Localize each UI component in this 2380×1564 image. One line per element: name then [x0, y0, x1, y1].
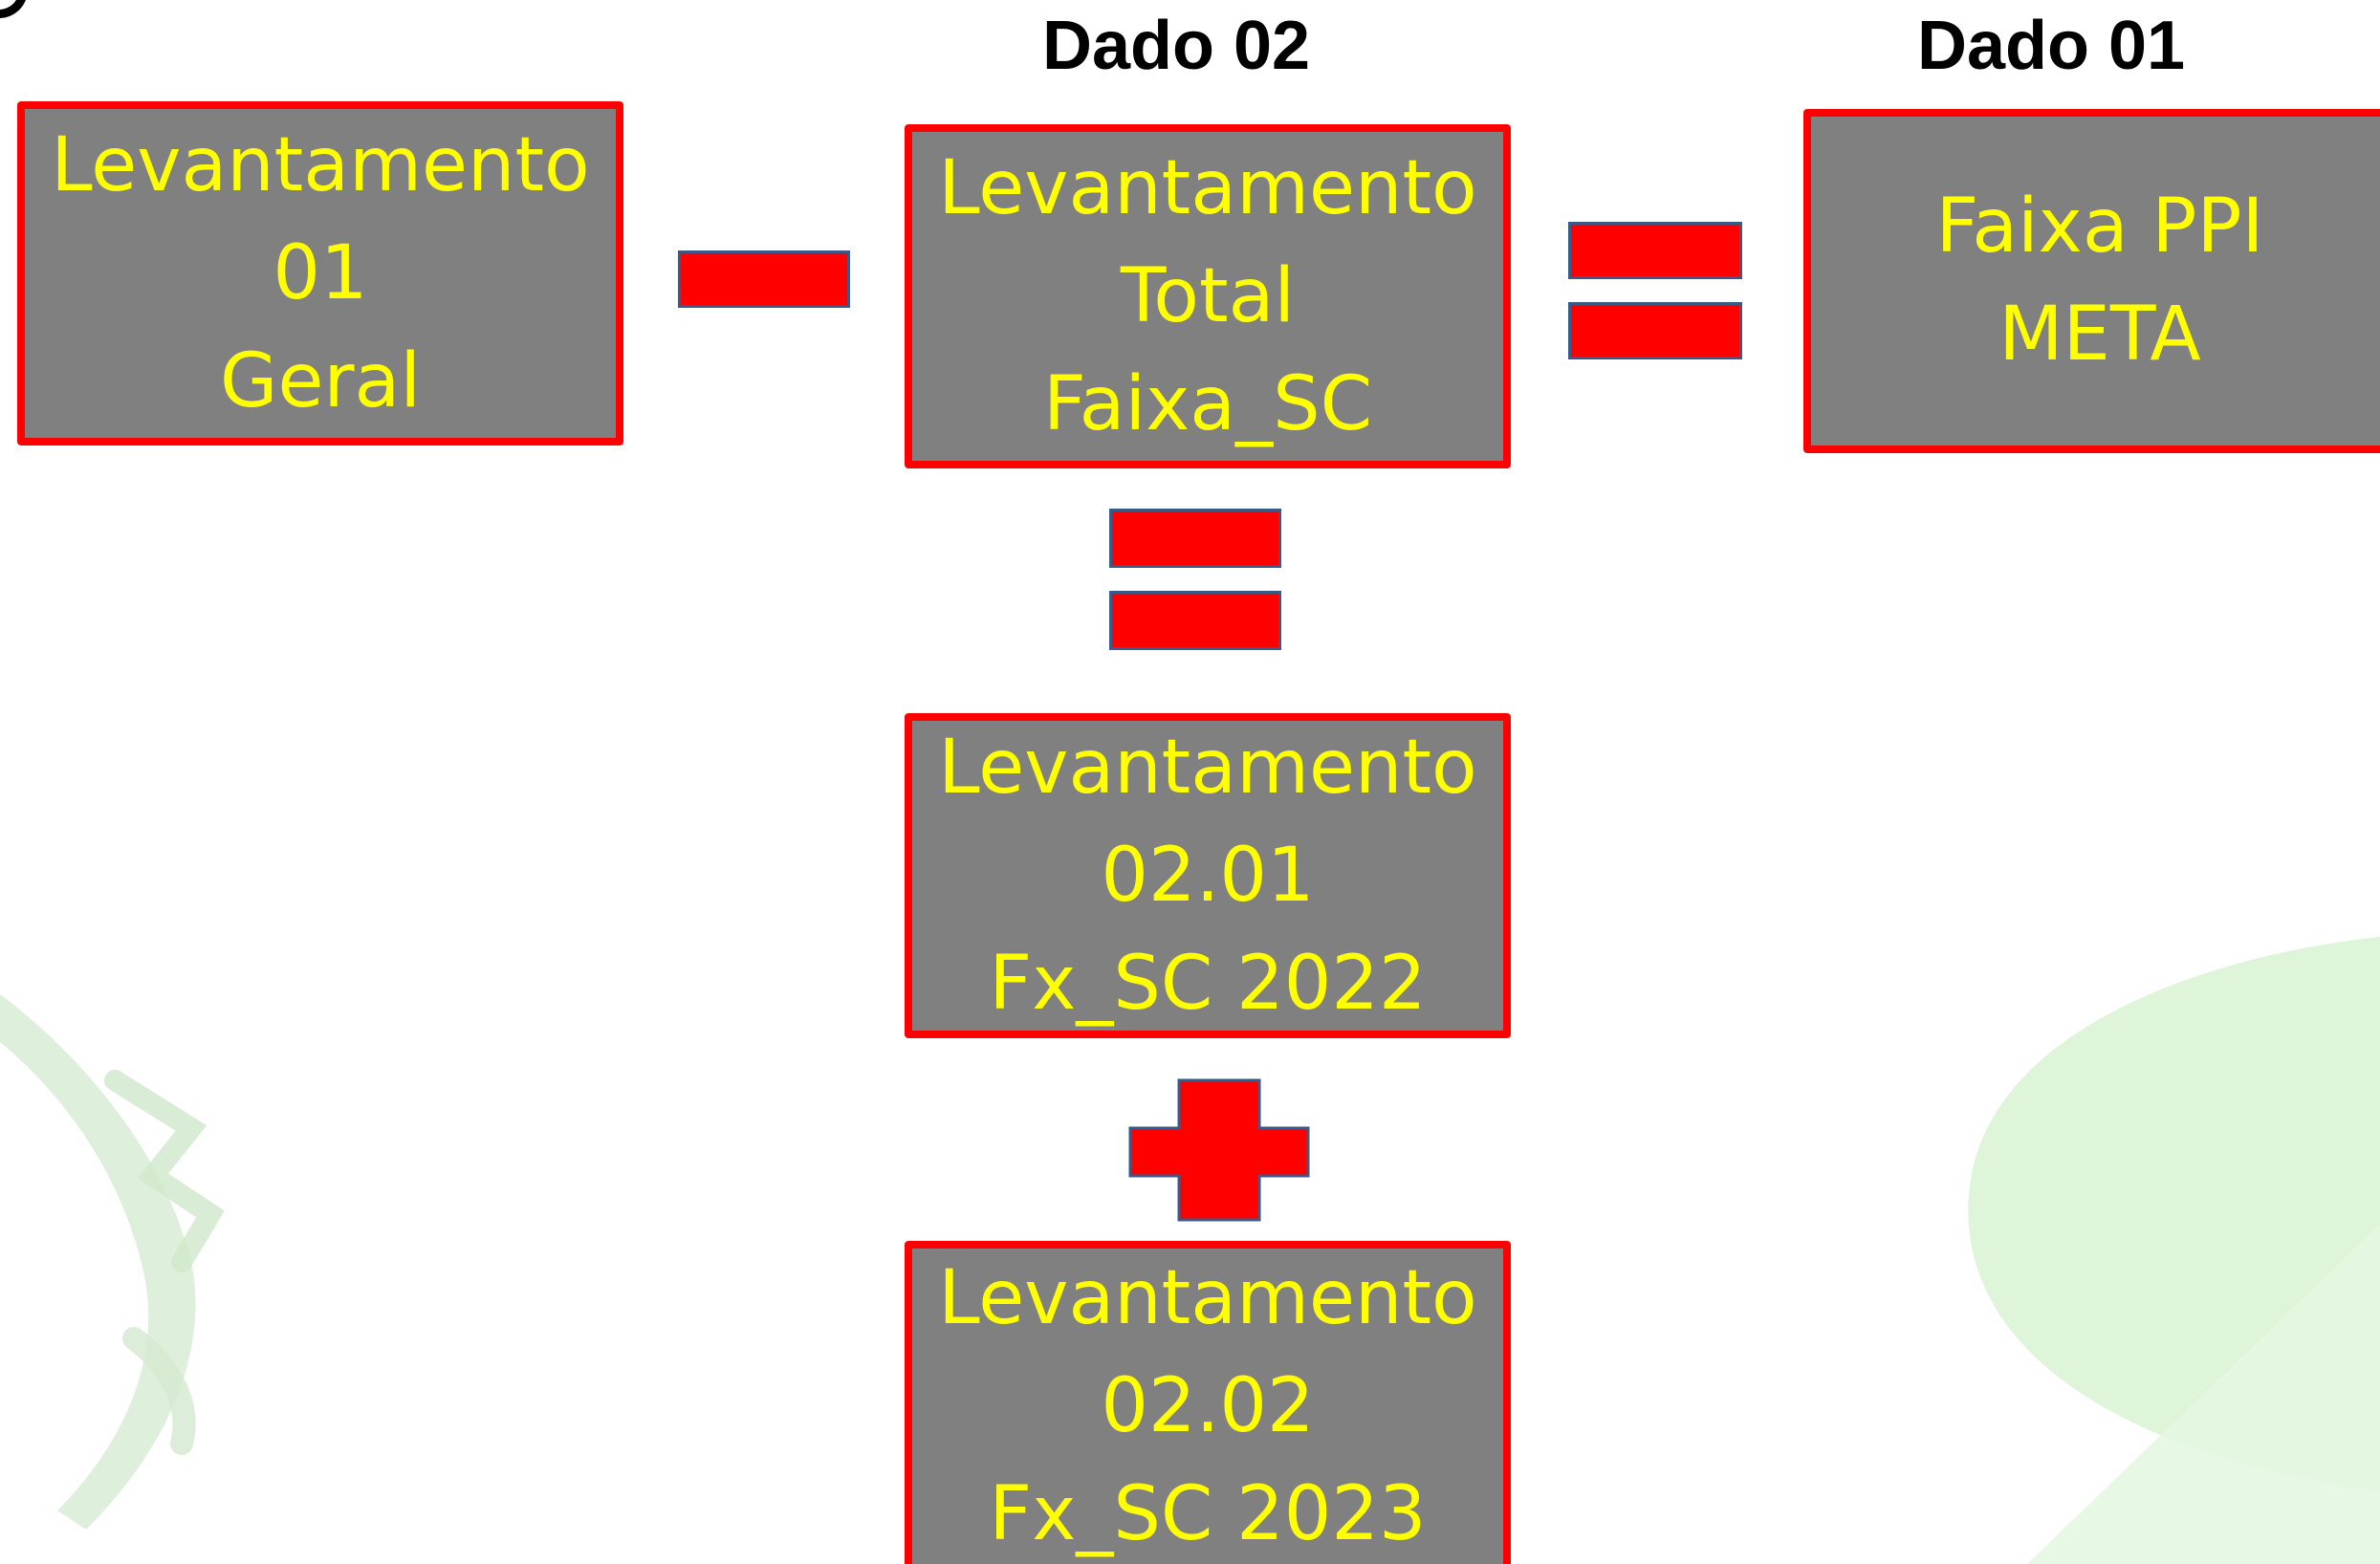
- box-line: Levantamento: [938, 144, 1477, 231]
- box-line: Faixa_SC: [1042, 360, 1373, 447]
- box-line: META: [1998, 292, 2201, 378]
- box-line: Total: [1120, 252, 1296, 339]
- box-line: Fx_SC 2022: [989, 940, 1427, 1027]
- equals-top-bar: [1109, 509, 1281, 568]
- box-line: Levantamento: [51, 121, 590, 208]
- box-levantamento-01-geral: Levantamento 01 Geral: [17, 101, 623, 445]
- box-line: 02.02: [1101, 1362, 1315, 1449]
- heading-dado-01: Dado 01: [1916, 8, 2186, 84]
- box-levantamento-02-02: Levantamento 02.02 Fx_SC 2023: [905, 1241, 1511, 1564]
- equals-top-bar: [1568, 222, 1742, 279]
- box-line: 02.01: [1101, 832, 1315, 919]
- box-line: Levantamento: [938, 724, 1477, 811]
- box-line: Faixa PPI: [1935, 184, 2264, 270]
- minus-icon: [678, 250, 850, 308]
- box-line: Levantamento: [938, 1254, 1477, 1341]
- plus-icon: [1128, 1078, 1310, 1222]
- box-faixa-ppi-meta: Faixa PPI META: [1803, 109, 2380, 453]
- box-line: Geral: [220, 337, 421, 424]
- box-levantamento-02-01: Levantamento 02.01 Fx_SC 2022: [905, 713, 1511, 1038]
- heading-dado-02: Dado 02: [1041, 8, 1311, 84]
- equals-bottom-bar: [1568, 302, 1742, 359]
- box-line: 01: [273, 229, 368, 316]
- equals-bottom-bar: [1109, 591, 1281, 650]
- box-levantamento-total-faixa-sc: Levantamento Total Faixa_SC: [905, 124, 1511, 468]
- box-line: Fx_SC 2023: [989, 1470, 1427, 1557]
